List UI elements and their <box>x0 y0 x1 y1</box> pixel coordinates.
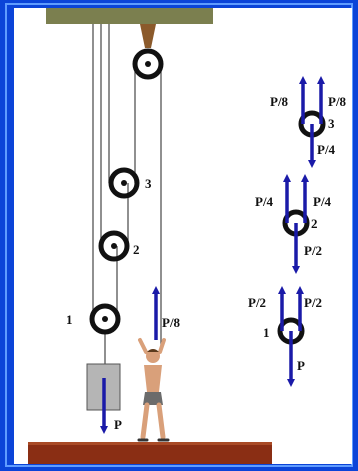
pulley-1 <box>89 303 121 335</box>
floor-slab <box>28 442 272 464</box>
fb1-right-label: P/2 <box>304 295 322 310</box>
fb3-down-label: P/4 <box>317 142 336 157</box>
free-body-pulley-2 <box>282 174 310 274</box>
ropes <box>92 24 162 364</box>
pulley-label-2: 2 <box>133 242 140 257</box>
free-body-pulley-1 <box>277 286 305 387</box>
pulley-label-3: 3 <box>145 176 152 191</box>
pulley-2 <box>98 230 130 262</box>
fb2-right-label: P/4 <box>313 194 332 209</box>
fb2-down-label: P/2 <box>304 243 322 258</box>
fb2-pulley-label: 2 <box>311 216 318 231</box>
pulley-top <box>132 48 164 80</box>
pulley-label-1: 1 <box>66 312 73 327</box>
pull-force-label: P/8 <box>162 315 181 330</box>
free-body-pulley-3 <box>298 76 326 168</box>
fb3-left-label: P/8 <box>270 94 289 109</box>
fb1-left-label: P/2 <box>248 295 266 310</box>
fb1-pulley-label: 1 <box>263 325 270 340</box>
floor-top-edge <box>28 442 272 445</box>
person-pulling <box>137 338 170 442</box>
pulley-hook <box>140 24 156 48</box>
fb3-pulley-label: 3 <box>328 116 335 131</box>
weight-force-label: P <box>114 417 122 432</box>
fb3-right-label: P/8 <box>328 94 347 109</box>
fb1-down-label: P <box>297 358 305 373</box>
fb2-left-label: P/4 <box>255 194 274 209</box>
diagram-panel <box>14 8 352 464</box>
pulley-3 <box>108 167 140 199</box>
ceiling-beam <box>46 8 213 24</box>
